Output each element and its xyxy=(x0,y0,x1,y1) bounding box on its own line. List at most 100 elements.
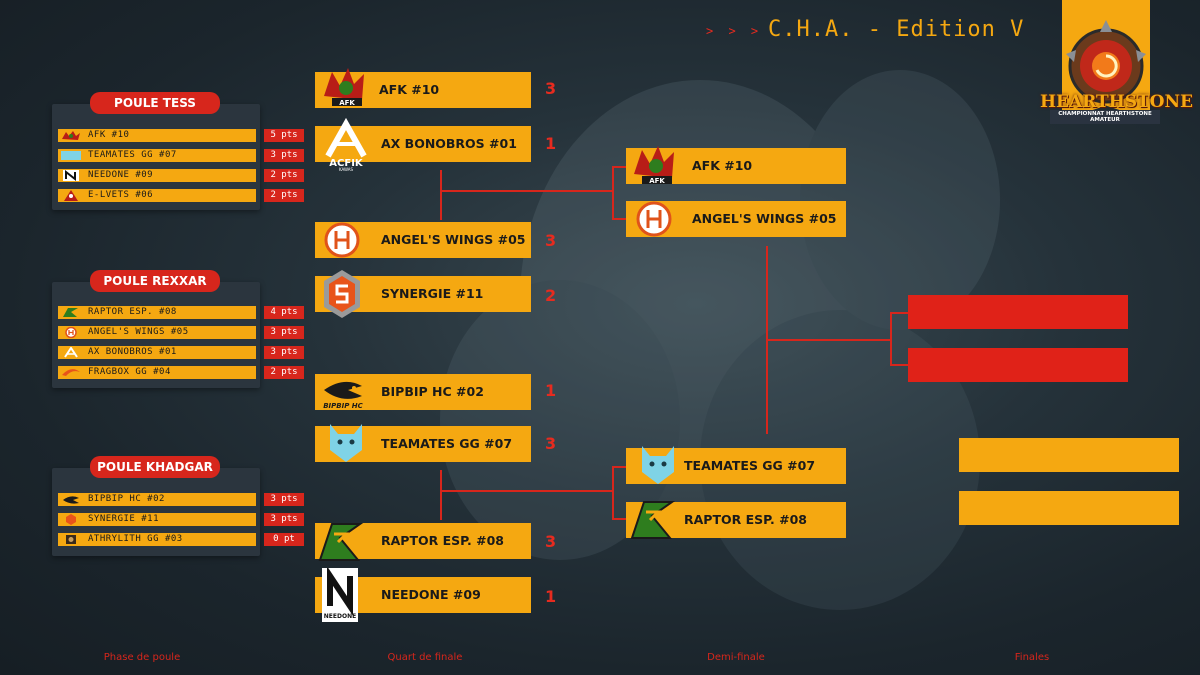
team-name: AX BONOBROS #01 xyxy=(381,136,517,151)
team-name: AFK #10 xyxy=(692,158,753,173)
pool-team-name: RAPTOR ESP. #08 xyxy=(88,307,177,317)
pool-points-badge: 3 pts xyxy=(264,346,304,359)
bracket-connector xyxy=(890,312,892,366)
fragbox-logo-icon xyxy=(62,369,80,376)
column-label-quarters: Quart de finale xyxy=(387,652,463,663)
pool-team-name: E-LVETS #06 xyxy=(88,190,154,200)
needone-logo-icon: NEEDONE xyxy=(322,568,358,622)
pool-points-badge: 3 pts xyxy=(264,493,304,506)
raptor-logo-icon xyxy=(63,308,78,317)
pool-header-rexxar: POULE REXXAR xyxy=(90,270,220,292)
third-place-slot-1 xyxy=(959,438,1179,472)
pool-points-badge: 2 pts xyxy=(264,169,304,182)
pool-points-badge: 5 pts xyxy=(264,129,304,142)
final-slot-2 xyxy=(908,348,1128,382)
hearthstone-emblem-icon xyxy=(1066,20,1146,104)
teamates-logo-icon xyxy=(642,446,674,484)
pool-points-badge: 2 pts xyxy=(264,189,304,202)
pool-team-name: ANGEL'S WINGS #05 xyxy=(88,327,189,337)
pool-rows-rexxar: RAPTOR ESP. #08 4 pts ANGEL'S WINGS #05 … xyxy=(52,282,312,388)
team-name: RAPTOR ESP. #08 xyxy=(684,512,807,527)
pool-points-badge: 2 pts xyxy=(264,366,304,379)
svg-text:BIPBIP HC: BIPBIP HC xyxy=(323,402,363,410)
bracket-connector xyxy=(440,470,442,520)
column-label-semis: Demi-finale xyxy=(707,652,765,663)
match-score: 3 xyxy=(545,434,557,453)
match-score: 1 xyxy=(545,381,557,400)
afk-logo-icon xyxy=(62,131,80,140)
title-arrows: > > > xyxy=(706,24,763,38)
bracket-connector xyxy=(612,466,614,520)
afk-logo-icon: AFK xyxy=(324,68,364,107)
column-label-finals: Finales xyxy=(1014,652,1050,663)
pool-team-name: SYNERGIE #11 xyxy=(88,514,160,524)
pool-rows-khadgar: BIPBIP HC #02 3 pts SYNERGIE #11 3 pts A… xyxy=(52,468,312,556)
pool-row: FRAGBOX GG #04 xyxy=(58,366,256,379)
team-name: SYNERGIE #11 xyxy=(381,286,484,301)
match-score: 2 xyxy=(545,286,557,305)
bracket-connector xyxy=(612,218,626,220)
synergie-logo-icon xyxy=(66,514,76,525)
semifinal-slot: RAPTOR ESP. #08 xyxy=(626,502,846,538)
pool-points-badge: 0 pt xyxy=(264,533,304,546)
team-name: AFK #10 xyxy=(379,82,440,97)
team-name: ANGEL'S WINGS #05 xyxy=(692,211,837,226)
bracket-connector xyxy=(890,364,908,366)
pool-points-badge: 4 pts xyxy=(264,306,304,319)
ax-bonobros-logo-icon: ACFIK KAWAS xyxy=(325,118,367,172)
logo-wordmark: HEARTHSTONE xyxy=(1040,92,1193,112)
pool-row: BIPBIP HC #02 xyxy=(58,493,256,506)
svg-text:AFK: AFK xyxy=(649,177,665,185)
pool-team-name: NEEDONE #09 xyxy=(88,170,154,180)
bracket-connector xyxy=(612,518,626,520)
pool-row: TEAMATES GG #07 xyxy=(58,149,256,162)
team-name: RAPTOR ESP. #08 xyxy=(381,533,504,548)
athrylith-logo-icon xyxy=(66,535,76,544)
match-score: 3 xyxy=(545,79,557,98)
pool-team-name: TEAMATES GG #07 xyxy=(88,150,177,160)
teamates-logo-icon xyxy=(61,151,81,160)
pool-row: E-LVETS #06 xyxy=(58,189,256,202)
pool-points-badge: 3 pts xyxy=(264,513,304,526)
bracket-connector xyxy=(612,166,614,220)
pool-points-badge: 3 pts xyxy=(264,326,304,339)
pool-team-name: AX BONOBROS #01 xyxy=(88,347,177,357)
angels-wings-logo-icon xyxy=(636,201,672,237)
pool-rows-tess: AFK #10 5 pts TEAMATES GG #07 3 pts NEED… xyxy=(52,104,312,210)
bracket-connector xyxy=(440,170,442,220)
third-place-slot-2 xyxy=(959,491,1179,525)
pool-row: RAPTOR ESP. #08 xyxy=(58,306,256,319)
angels-wings-logo-icon xyxy=(324,222,360,258)
column-label-pools: Phase de poule xyxy=(103,652,181,663)
team-name: NEEDONE #09 xyxy=(381,587,481,602)
raptor-logo-icon xyxy=(630,501,676,539)
final-slot-1 xyxy=(908,295,1128,329)
bracket-connector xyxy=(612,466,626,468)
page-title: C.H.A. - Edition V xyxy=(768,17,1025,42)
svg-text:AFK: AFK xyxy=(339,99,355,107)
pool-team-name: AFK #10 xyxy=(88,130,130,140)
bracket-connector xyxy=(440,190,612,192)
bracket-connector xyxy=(440,490,612,492)
elvets-logo-icon xyxy=(64,190,78,201)
angels-wings-logo-icon xyxy=(65,327,77,338)
team-name: BIPBIP HC #02 xyxy=(381,384,484,399)
match-score: 3 xyxy=(545,231,557,250)
teamates-logo-icon xyxy=(330,424,362,462)
pool-row: ATHRYLITH GG #03 xyxy=(58,533,256,546)
svg-text:KAWAS: KAWAS xyxy=(339,167,354,172)
synergie-logo-icon xyxy=(324,270,360,318)
pool-row: ANGEL'S WINGS #05 xyxy=(58,326,256,339)
logo-subtitle: CHAMPIONNAT HEARTHSTONE AMATEUR xyxy=(1050,110,1160,124)
bracket-connector xyxy=(890,312,908,314)
pool-points-badge: 3 pts xyxy=(264,149,304,162)
pool-team-name: ATHRYLITH GG #03 xyxy=(88,534,183,544)
pool-row: AFK #10 xyxy=(58,129,256,142)
pool-team-name: FRAGBOX GG #04 xyxy=(88,367,171,377)
pool-team-name: BIPBIP HC #02 xyxy=(88,494,165,504)
match-score: 3 xyxy=(545,532,557,551)
bipbip-logo-icon xyxy=(63,496,79,504)
pool-header-khadgar: POULE KHADGAR xyxy=(90,456,220,478)
needone-logo-icon xyxy=(63,170,79,181)
bipbip-logo-icon: BIPBIP HC xyxy=(323,381,364,410)
